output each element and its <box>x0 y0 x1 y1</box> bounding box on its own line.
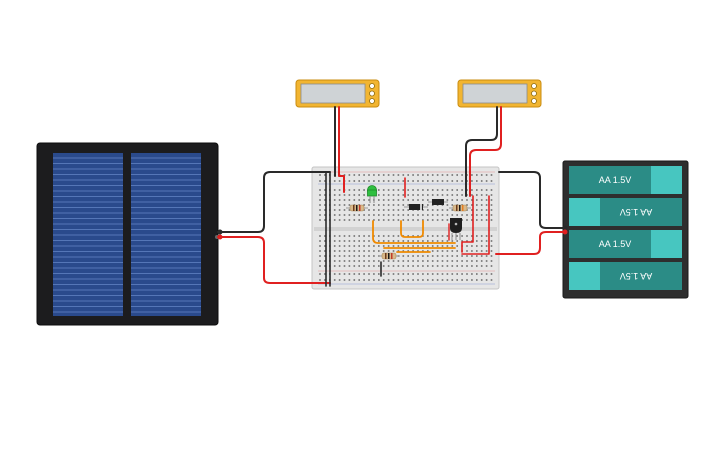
multimeter-terminal[interactable] <box>531 98 537 104</box>
multimeter-display <box>300 83 366 104</box>
capacitor[interactable] <box>428 199 448 205</box>
resistor-1[interactable] <box>346 204 368 212</box>
diode[interactable] <box>404 204 428 210</box>
battery-aa[interactable]: AA 1.5V <box>569 262 682 290</box>
wire-black[interactable] <box>217 171 331 233</box>
wires <box>217 106 566 287</box>
breadboard[interactable] <box>311 166 500 290</box>
multimeter-terminal[interactable] <box>369 83 375 89</box>
multimeter-terminal[interactable] <box>531 90 537 97</box>
transistor[interactable] <box>450 218 462 240</box>
battery-label: AA 1.5V <box>599 239 632 249</box>
battery-aa[interactable]: AA 1.5V <box>569 230 682 258</box>
breadboard-holes[interactable] <box>319 174 493 281</box>
multimeter-display <box>462 83 528 104</box>
wire-orange[interactable] <box>400 220 424 238</box>
wire-red[interactable] <box>495 231 566 255</box>
battery-aa[interactable]: AA 1.5V <box>569 166 682 194</box>
solar-cell-right <box>131 153 201 316</box>
battery-label: AA 1.5V <box>620 207 653 217</box>
battery-pack-4xAA[interactable]: AA 1.5V AA 1.5V AA 1.5V AA 1.5V <box>562 160 689 299</box>
multimeter-terminal[interactable] <box>369 90 375 97</box>
battery-label: AA 1.5V <box>599 175 632 185</box>
wire-orange[interactable] <box>372 220 456 244</box>
multimeter-current[interactable] <box>457 79 542 108</box>
resistor-3[interactable] <box>378 252 400 260</box>
multimeter-voltage[interactable] <box>295 79 380 108</box>
multimeter-terminal[interactable] <box>531 83 537 89</box>
battery-aa[interactable]: AA 1.5V <box>569 198 682 226</box>
wire-black[interactable] <box>498 171 566 229</box>
probe-red[interactable] <box>469 106 502 197</box>
solar-cell-left <box>53 153 123 316</box>
green-led[interactable] <box>367 185 377 204</box>
solar-panel[interactable] <box>36 142 219 326</box>
wire-red[interactable] <box>217 236 331 284</box>
resistor-2[interactable] <box>449 204 471 212</box>
multimeter-terminal[interactable] <box>369 98 375 104</box>
probe-red[interactable] <box>338 106 345 193</box>
probe-black[interactable] <box>465 106 498 197</box>
battery-label: AA 1.5V <box>620 271 653 281</box>
solar-cell-grid <box>53 157 201 313</box>
